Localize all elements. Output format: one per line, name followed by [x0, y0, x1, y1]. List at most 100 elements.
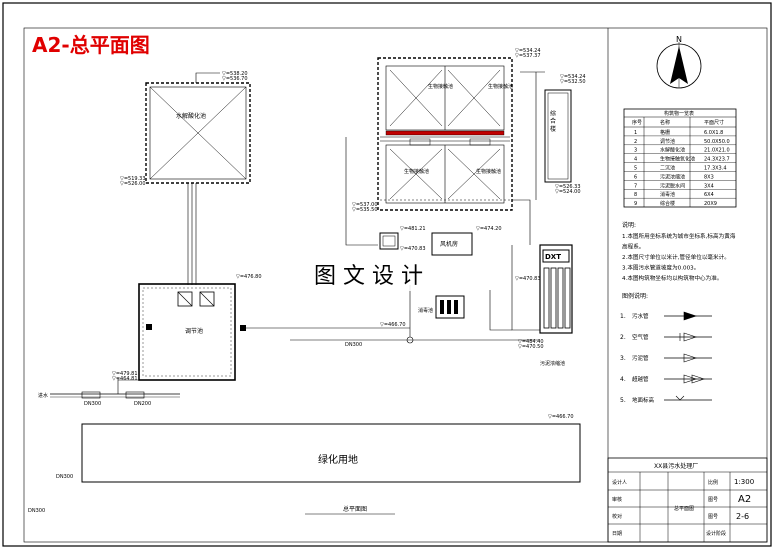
elevation-label: ▽=484.40 — [518, 339, 544, 345]
elevation-label: ▽=535.50 — [352, 207, 378, 213]
bottom-caption: 总平面图 — [343, 505, 367, 513]
title-cell: 审核 — [612, 496, 622, 503]
pipe-label: DN300 — [56, 474, 73, 480]
title-cell: 图号 — [708, 497, 718, 503]
green-area-label: 绿化用地 — [318, 453, 358, 466]
scale-value: 1:300 — [734, 478, 754, 486]
treatment-building: 生物接触池 生物接触池 生物接触池 生物接触池 — [377, 57, 513, 211]
elevation-label: ▽=481.21 — [400, 226, 426, 232]
elevation-label: ▽=470.83 — [515, 276, 541, 282]
table-title: 构筑物一览表 — [664, 110, 694, 117]
table-cell: 水解酸化池 — [660, 147, 685, 154]
table-cell: 3 — [634, 148, 637, 154]
office-label: 综 合 楼 — [549, 109, 556, 133]
legend-label: 超越管 — [632, 375, 649, 383]
sheet-size-value: A2 — [738, 494, 751, 505]
note-line: 1.本图所用坐标系统为城市坐标系,标高为黄海 — [622, 232, 736, 240]
pump-room-label: 风机房 — [440, 240, 458, 248]
table-cell: 8 — [634, 192, 637, 198]
office-building: 综 合 楼 — [544, 89, 572, 183]
table-cell: 污泥浓缩池 — [660, 173, 685, 180]
note-line: 4.本图构筑物坐标均以构筑物中心为准。 — [622, 274, 722, 282]
table-cell: 格栅 — [660, 129, 670, 136]
table-cell: 50.0X50.0 — [704, 139, 730, 145]
pipe-label: DN300 — [28, 508, 45, 514]
table-header-cell: 平面尺寸 — [704, 119, 724, 126]
drawing-title: A2-总平面图 — [32, 33, 150, 57]
elevation-label: ▽=537.37 — [515, 53, 541, 59]
notes-block: 说明: 1.本图所用坐标系统为城市坐标系,标高为黄海 高程系。 2.本图尺寸单位以… — [622, 221, 736, 282]
filter-code: DXT — [545, 253, 561, 261]
legend-arrow-icon — [683, 311, 697, 321]
note-line: 高程系。 — [622, 243, 644, 251]
elevation-label: ▽=534.24 — [560, 74, 586, 80]
legend-heading: 图例说明: — [622, 292, 648, 300]
disinfection-tank: 消毒池 — [418, 295, 465, 319]
tank-label: 生物接触池 — [488, 83, 513, 90]
elevation-label: ▽=476.80 — [236, 274, 262, 280]
tank-label: 消毒池 — [418, 307, 433, 314]
elevation-label: ▽=466.70 — [548, 414, 574, 420]
legend-arrow-icon — [683, 332, 697, 342]
elevation-label: ▽=470.83 — [400, 246, 426, 252]
note-line: 2.本图尺寸单位以米计,管径单位以毫米计。 — [622, 253, 730, 261]
elevation-label: ▽=474.20 — [476, 226, 502, 232]
legend-number: 2. — [620, 334, 626, 341]
title-cell: 比例 — [708, 479, 718, 486]
table-cell: 3X4 — [704, 183, 714, 189]
table-header-cell: 名称 — [660, 119, 670, 126]
legend-number: 1. — [620, 313, 626, 320]
table-cell: 生物接触氧化池 — [660, 156, 695, 163]
title-cell: 设计人 — [612, 479, 627, 486]
table-cell: 20X9 — [704, 201, 717, 207]
tank-label: 生物接触池 — [428, 83, 453, 90]
elevation-label: ▽=537.00 — [352, 202, 378, 208]
title-cell: 设计阶段 — [706, 530, 726, 537]
pipe-red-strip — [385, 130, 505, 136]
table-cell: 6.0X1.8 — [704, 130, 723, 136]
legend-label: 污泥管 — [632, 354, 649, 362]
elevation-marker-icon — [675, 395, 685, 401]
table-cell: 4 — [634, 157, 637, 163]
filter-building: DXT 污泥浓缩池 — [539, 244, 573, 367]
pipe-label: DN200 — [134, 401, 151, 407]
elevation-label: ▽=534.24 — [515, 48, 541, 54]
table-cell: 1 — [634, 130, 637, 136]
elevation-label: ▽=479.81 — [112, 371, 138, 377]
table-cell: 污泥脱水间 — [660, 182, 685, 189]
elevation-label: ▽=524.00 — [555, 189, 581, 195]
title-cell: 校对 — [612, 513, 622, 520]
table-cell: 17.3X3.4 — [704, 166, 727, 172]
elevation-label: ▽=519.33 — [120, 176, 146, 182]
watermark-text: 图 文 设 计 — [314, 264, 423, 289]
north-label: N — [676, 35, 682, 44]
notes-heading: 说明: — [622, 221, 636, 229]
legend-arrow-icon — [683, 374, 697, 384]
sheet-number-value: 2-6 — [736, 512, 749, 521]
title-block: XX县污水处理厂 设计人 比例 1:300 审核 图号 A2 校对 总平面图 图… — [607, 457, 768, 543]
table-cell: 21.0X21.0 — [704, 148, 730, 154]
legend-label: 地面标高 — [632, 396, 655, 404]
elevation-label: ▽=526.33 — [555, 184, 581, 190]
table-cell: 5 — [634, 166, 637, 172]
pipe-label: DN300 — [345, 342, 362, 348]
legend-label: 空气管 — [632, 333, 649, 341]
project-name: XX县污水处理厂 — [654, 462, 698, 470]
legend-label: 污水管 — [632, 312, 649, 320]
elevation-label: ▽=470.50 — [518, 344, 544, 350]
table-cell: 6X4 — [704, 192, 714, 198]
green-area: 绿化用地 — [81, 423, 581, 483]
table-header-cell: 序号 — [632, 119, 642, 126]
table-cell: 9 — [634, 201, 637, 207]
table-cell: 8X3 — [704, 174, 714, 180]
top-left-tank: 水解酸化池 — [145, 82, 251, 184]
north-arrow-icon: N — [656, 35, 702, 89]
bottom-left-tank: 调节池 — [138, 283, 246, 381]
table-cell: 二沉池 — [660, 165, 675, 172]
